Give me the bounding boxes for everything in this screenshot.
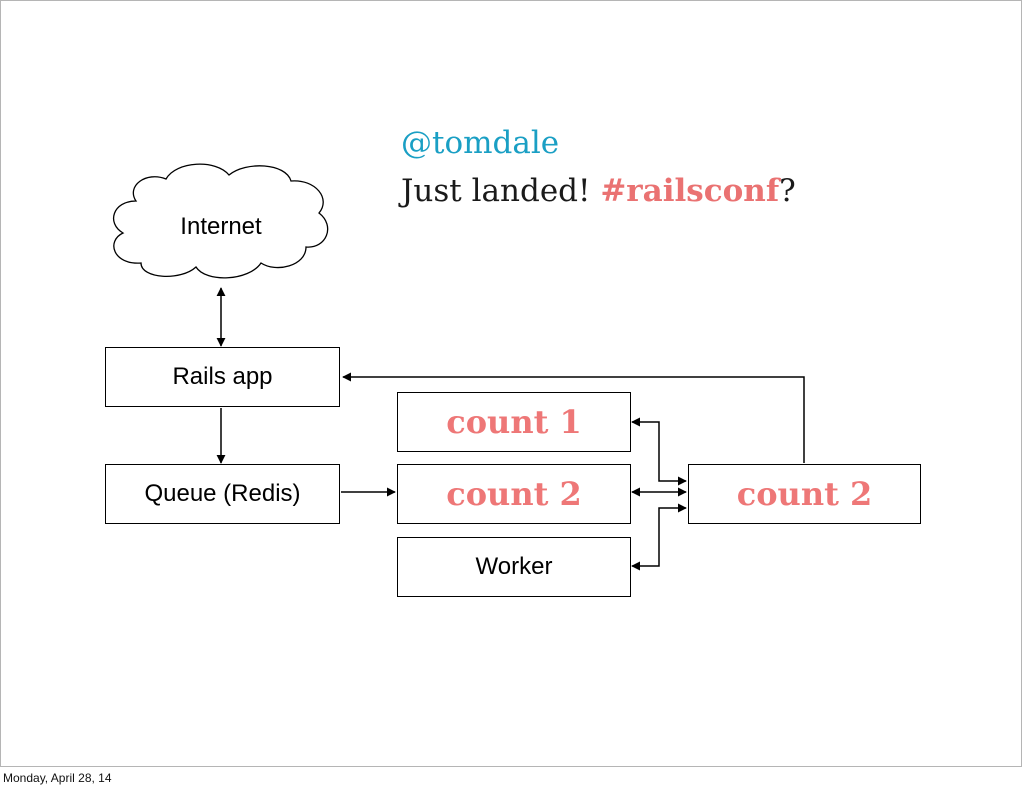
tweet: @tomdale Just landed! #railsconf? xyxy=(401,119,796,215)
aggregator-box: count 2 xyxy=(688,464,921,524)
arrow-aggregator-rails xyxy=(342,372,805,463)
tweet-text-before: Just landed! xyxy=(401,173,601,209)
tweet-text: Just landed! #railsconf? xyxy=(401,167,796,215)
internet-cloud-icon xyxy=(113,163,329,279)
worker-2-box: count 2 xyxy=(397,464,631,524)
diagram-connectors xyxy=(113,163,805,571)
rails-app-box: Rails app xyxy=(105,347,340,407)
arrow-worker1-aggregator xyxy=(631,417,687,486)
footer-date: Monday, April 28, 14 xyxy=(3,771,112,785)
tweet-text-after: ? xyxy=(779,173,796,209)
tweet-handle: @tomdale xyxy=(401,125,560,161)
worker-3-box: Worker xyxy=(397,537,631,597)
worker-1-box: count 1 xyxy=(397,392,631,452)
slide: @tomdale Just landed! #railsconf? Intern… xyxy=(0,0,1022,767)
arrow-worker3-aggregator xyxy=(631,503,687,571)
queue-box: Queue (Redis) xyxy=(105,464,340,524)
internet-label: Internet xyxy=(180,213,262,240)
tweet-hashtag: #railsconf xyxy=(600,173,780,209)
